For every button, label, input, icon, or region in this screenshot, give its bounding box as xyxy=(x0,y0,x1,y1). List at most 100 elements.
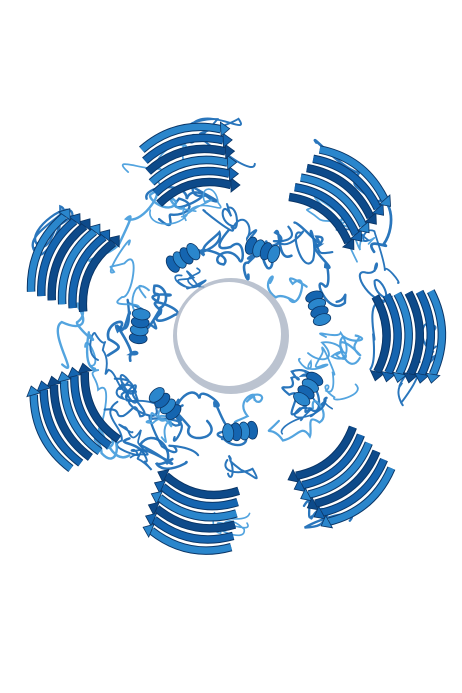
beta-strand xyxy=(416,290,435,376)
beta-strand xyxy=(58,228,97,305)
beta-strand xyxy=(152,167,231,196)
helix xyxy=(305,290,332,326)
beta-strand xyxy=(48,223,87,301)
strand-arrowhead xyxy=(371,203,385,216)
strand-arrowhead xyxy=(36,380,52,393)
beta-sheet-blade xyxy=(369,289,447,384)
coil-loop xyxy=(266,275,308,303)
helix xyxy=(148,387,182,420)
pore-opening xyxy=(177,282,281,386)
beta-strand xyxy=(156,178,232,207)
strand-arrowhead xyxy=(293,478,307,493)
beta-strand xyxy=(157,495,238,521)
beta-strand xyxy=(372,294,390,374)
strand-arrowhead xyxy=(287,468,300,483)
coil-loop xyxy=(106,320,139,363)
strand-arrowhead xyxy=(144,512,158,527)
strand-arrowhead xyxy=(391,371,408,384)
beta-strand xyxy=(314,450,380,507)
coil-loop xyxy=(202,203,258,242)
coil-loop xyxy=(149,188,222,225)
helix-turn xyxy=(148,387,165,403)
strand-arrowhead xyxy=(357,220,370,234)
strand-arrowhead xyxy=(224,143,236,160)
strand-arrowhead xyxy=(306,496,320,511)
coil-loop xyxy=(174,267,207,290)
beta-sheet-blade xyxy=(288,145,392,251)
helix-turn xyxy=(222,423,235,442)
strand-arrowhead xyxy=(87,223,101,237)
beta-strand xyxy=(154,505,236,532)
coil-loop xyxy=(358,262,393,371)
beta-sheet-blade xyxy=(26,208,120,312)
coil-loop xyxy=(113,373,139,404)
helix-turn xyxy=(312,313,332,326)
strand-arrowhead xyxy=(153,479,167,494)
strand-arrowhead xyxy=(313,505,327,520)
beta-strand xyxy=(151,517,235,543)
beta-strand xyxy=(50,384,93,461)
helix xyxy=(165,243,201,273)
beta-strand xyxy=(149,528,233,554)
coil-loop xyxy=(140,284,179,332)
beta-strand xyxy=(149,156,229,185)
strand-outline xyxy=(295,425,357,480)
coil-loop xyxy=(148,414,200,457)
coil-loop xyxy=(224,454,258,480)
strand-arrowhead xyxy=(414,372,430,384)
strand-arrowhead xyxy=(402,372,419,384)
strand-arrowhead xyxy=(97,229,111,243)
coil-loop xyxy=(293,221,347,307)
strand-arrowhead xyxy=(425,372,441,384)
beta-sheet-blade xyxy=(26,362,122,472)
strand-arrowhead xyxy=(58,208,71,221)
coil-loops xyxy=(31,117,443,536)
coil-loop xyxy=(118,423,149,459)
strand-arrowhead xyxy=(349,229,362,242)
beta-strand xyxy=(71,376,112,449)
beta-sheet-blade xyxy=(142,468,241,555)
strand-arrowhead xyxy=(226,154,238,171)
beta-strand xyxy=(69,234,107,309)
strand-arrowhead xyxy=(78,218,91,232)
coil-loop xyxy=(233,393,264,428)
beta-strand xyxy=(307,441,372,498)
coil-loop xyxy=(56,302,97,370)
coil-loop xyxy=(297,346,359,401)
helix xyxy=(293,371,324,407)
strand-arrowhead xyxy=(68,213,81,226)
coil-loop xyxy=(109,400,153,471)
beta-strand xyxy=(394,292,412,376)
strand-arrowhead xyxy=(222,132,233,149)
strand-arrowhead xyxy=(300,487,313,502)
central-pore xyxy=(173,278,289,394)
strand-arrowhead xyxy=(107,235,120,248)
strand-arrowhead xyxy=(157,468,170,484)
beta-strand xyxy=(142,134,224,164)
beta-strand xyxy=(321,458,387,516)
beta-strand xyxy=(145,145,227,175)
strand-arrowhead xyxy=(228,165,240,182)
beta-strand xyxy=(312,155,381,210)
helix xyxy=(128,308,151,345)
coil-loop xyxy=(267,400,325,442)
beta-strand xyxy=(79,240,116,312)
helix-turn xyxy=(267,244,281,263)
helix-turn xyxy=(186,243,201,261)
beta-strand xyxy=(163,473,240,499)
strand-arrowhead xyxy=(26,385,42,398)
strand-arrowhead xyxy=(66,366,83,379)
strand-arrowhead xyxy=(147,501,161,516)
beta-strand xyxy=(383,293,401,375)
beta-strand xyxy=(288,193,352,244)
beta-strand xyxy=(139,123,222,153)
coil-loop xyxy=(307,330,348,361)
strand-arrowhead xyxy=(46,375,62,388)
beta-strand xyxy=(319,146,388,202)
beta-strand xyxy=(38,218,77,297)
beta-strand xyxy=(60,380,102,455)
strand-arrowhead xyxy=(150,490,164,505)
beta-strand xyxy=(40,389,83,466)
beta-strand xyxy=(30,394,73,472)
